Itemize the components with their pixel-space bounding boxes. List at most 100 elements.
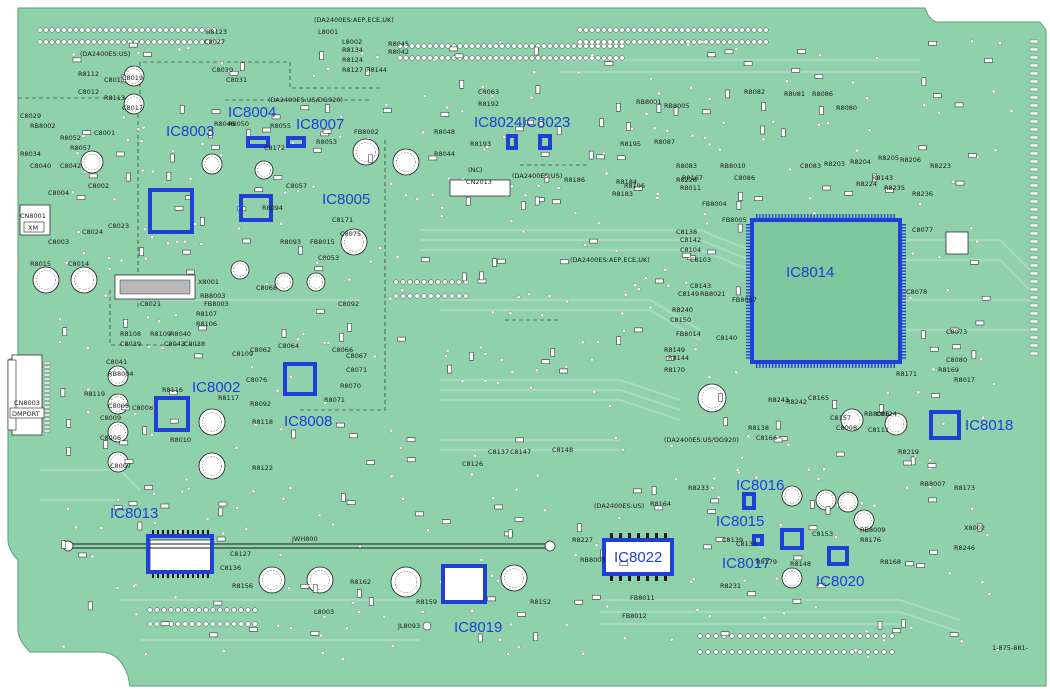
- connector-pad: [577, 27, 583, 33]
- ref-designator: C8147: [510, 448, 531, 456]
- via: [547, 294, 552, 299]
- smd-component: [60, 388, 66, 397]
- connector-pad: [655, 27, 661, 33]
- smd-component: [816, 583, 826, 589]
- smd-component: [984, 58, 993, 63]
- ref-designator: R8235: [884, 184, 905, 192]
- connector-pad: [825, 649, 831, 655]
- ref-designator: R8246: [954, 544, 975, 552]
- via: [490, 310, 495, 315]
- connector-pad: [67, 27, 73, 33]
- ic8015-box: [752, 534, 764, 546]
- via: [237, 226, 241, 231]
- ref-designator: R8192: [478, 100, 499, 108]
- ref-designator: R8092: [250, 400, 271, 408]
- ref-designator: R8116: [162, 386, 183, 394]
- via: [173, 595, 178, 600]
- via: [76, 230, 81, 234]
- via: [296, 337, 300, 342]
- cn8003-pin: [43, 409, 51, 413]
- smd-component: [761, 102, 766, 111]
- connector-pad: [637, 27, 643, 33]
- ic8014-pin: [826, 214, 828, 220]
- ic8022-pin: [664, 533, 667, 540]
- ref-designator: R8168: [880, 558, 901, 566]
- ref-designator: C8124: [876, 410, 897, 418]
- via: [937, 110, 941, 115]
- smd-component: [103, 440, 109, 449]
- connector-pad: [505, 43, 511, 49]
- connector-pad: [109, 27, 115, 33]
- via: [689, 85, 693, 90]
- via: [420, 610, 425, 614]
- via: [834, 535, 838, 539]
- via: [283, 190, 287, 195]
- connector-pad: [825, 633, 831, 639]
- via: [323, 401, 328, 405]
- smd-component: [737, 223, 743, 233]
- via: [580, 340, 585, 345]
- via: [521, 229, 526, 234]
- ic8002-label: IC8002: [192, 379, 240, 396]
- via: [708, 614, 712, 618]
- via: [391, 644, 395, 648]
- smd-component: [119, 440, 129, 446]
- connector-pad: [889, 633, 895, 639]
- via: [987, 592, 992, 596]
- ic8014-pin: [746, 236, 752, 238]
- smd-component: [271, 114, 281, 120]
- ic8014-pin: [746, 239, 752, 241]
- smd-component: [160, 503, 170, 509]
- ic8014-pin: [900, 261, 906, 263]
- smd-component: [465, 196, 471, 206]
- ic8014-pin: [778, 362, 780, 368]
- connector-pad: [97, 27, 103, 33]
- ref-designator: C8111: [868, 426, 889, 434]
- connector-pad: [529, 43, 535, 49]
- smd-component: [346, 500, 356, 505]
- via: [289, 375, 293, 379]
- smd-component: [872, 173, 877, 183]
- ref-designator: C8139: [722, 536, 743, 544]
- ic8013-pin: [207, 530, 209, 536]
- ic8014-pin: [900, 326, 906, 328]
- ic8023-box: [538, 134, 552, 150]
- ic8014-pin: [868, 214, 870, 220]
- ref-designator: R8011: [680, 184, 701, 192]
- via: [389, 474, 394, 479]
- via: [186, 487, 191, 491]
- edge-pad: [1029, 191, 1039, 196]
- connector-pad: [777, 649, 783, 655]
- connector-pad: [763, 27, 769, 33]
- via: [244, 527, 249, 531]
- connector-pad: [523, 55, 529, 61]
- via: [922, 103, 926, 107]
- ic8014-pin: [746, 242, 752, 244]
- via: [527, 292, 531, 296]
- smd-component: [397, 336, 406, 342]
- ic8013-pin: [152, 530, 154, 536]
- ic8014-pin: [900, 286, 906, 288]
- ic8013-pin: [177, 530, 179, 536]
- ic8022-pin: [610, 574, 613, 581]
- connector-pad: [737, 633, 743, 639]
- ic8014-pin: [765, 214, 767, 220]
- ic8014-pin: [823, 214, 825, 220]
- via: [323, 256, 327, 261]
- ic8013-package: [149, 539, 213, 573]
- ic8014-pin: [746, 307, 752, 310]
- ic8013-pin: [187, 572, 189, 578]
- connector-pad: [691, 39, 697, 45]
- ic8014-pin: [900, 332, 906, 334]
- cn8003-pin: [43, 377, 51, 381]
- ic8014-pin: [800, 214, 803, 220]
- via: [734, 370, 739, 375]
- cn8003-pin: [43, 381, 51, 385]
- connector-pad: [691, 27, 697, 33]
- smd-component: [142, 426, 147, 436]
- ref-designator: RB8004: [108, 370, 134, 378]
- smd-component: [182, 249, 191, 255]
- edge-pad: [1029, 183, 1039, 188]
- via: [742, 578, 747, 583]
